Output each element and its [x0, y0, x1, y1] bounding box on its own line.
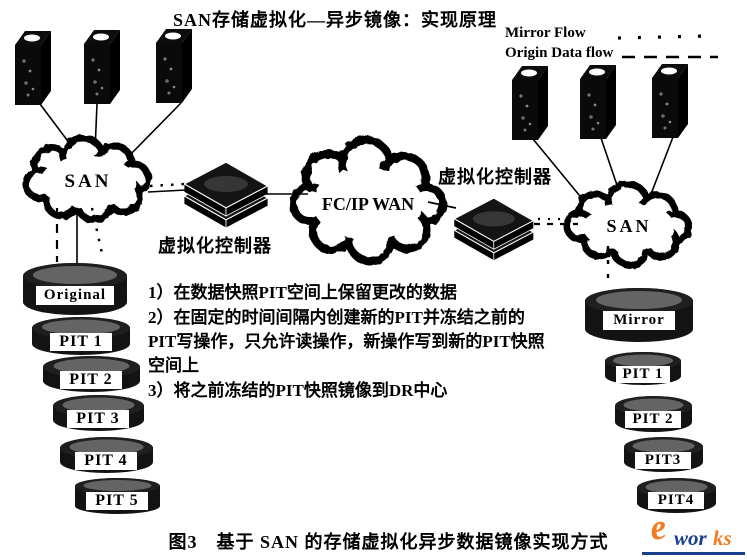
- disk-label-pit4-left: PIT 4: [75, 452, 137, 470]
- disk-label-pit4-right: PIT4: [648, 492, 704, 509]
- controller-right-label: 虚拟化控制器: [438, 167, 552, 187]
- controller-left-label: 虚拟化控制器: [158, 236, 272, 256]
- notes-block: 1）在数据快照PIT空间上保留更改的数据 2）在固定的时间间隔内创建新的PIT并…: [148, 281, 546, 404]
- disk-label-pit1-left: PIT 1: [50, 333, 112, 351]
- wan-label: FC/IP WAN: [321, 194, 415, 214]
- logo-wor: wor: [674, 526, 707, 550]
- figure-title: SAN存储虚拟化—异步镜像：实现原理: [172, 10, 497, 30]
- logo-e: e: [647, 506, 669, 548]
- server-icon: [156, 29, 192, 103]
- flow-links: [55, 182, 610, 288]
- disk-label-pit2-right: PIT 2: [625, 411, 681, 428]
- controller-icon-right: [453, 197, 535, 262]
- note-item: 1）在数据快照PIT空间上保留更改的数据: [148, 283, 457, 302]
- disk-label-pit5-left: PIT 5: [86, 492, 148, 510]
- mirror-flow-sample-line: [617, 34, 709, 40]
- legend-origin-label: Origin Data flow: [505, 45, 614, 61]
- server-icon: [652, 64, 688, 138]
- eworks-logo: e wor ks: [642, 506, 747, 558]
- disk-label-pit3-left: PIT 3: [67, 410, 129, 428]
- san-cloud-left: [22, 134, 152, 224]
- figure-caption: 图3 基于 SAN 的存储虚拟化异步数据镜像实现方式: [168, 532, 609, 552]
- server-icon: [580, 65, 616, 139]
- controller-icon-left: [183, 161, 269, 229]
- san-left-label: SAN: [64, 171, 112, 192]
- san-right-label: SAN: [606, 216, 652, 236]
- disk-label-pit1-right: PIT 1: [616, 366, 670, 383]
- server-icon: [15, 31, 51, 105]
- server-icon: [512, 66, 548, 140]
- logo-underline: [642, 552, 745, 555]
- server-icon: [84, 30, 120, 104]
- note-item: 2）在固定的时间间隔内创建新的PIT并冻结之前的PIT写操作，只允许读操作，新操…: [148, 308, 545, 375]
- disk-label-pit3-right: PIT3: [635, 452, 691, 469]
- disk-label-mirror: Mirror: [603, 311, 675, 330]
- disk-label-original: Original: [36, 286, 114, 305]
- legend-mirror-label: Mirror Flow: [505, 25, 586, 41]
- disk-label-pit2-left: PIT 2: [60, 371, 122, 389]
- wan-cloud: [289, 136, 447, 265]
- logo-ks: ks: [713, 526, 732, 550]
- note-item: 3）将之前冻结的PIT快照镜像到DR中心: [148, 381, 448, 400]
- san-cloud-right: [563, 180, 693, 269]
